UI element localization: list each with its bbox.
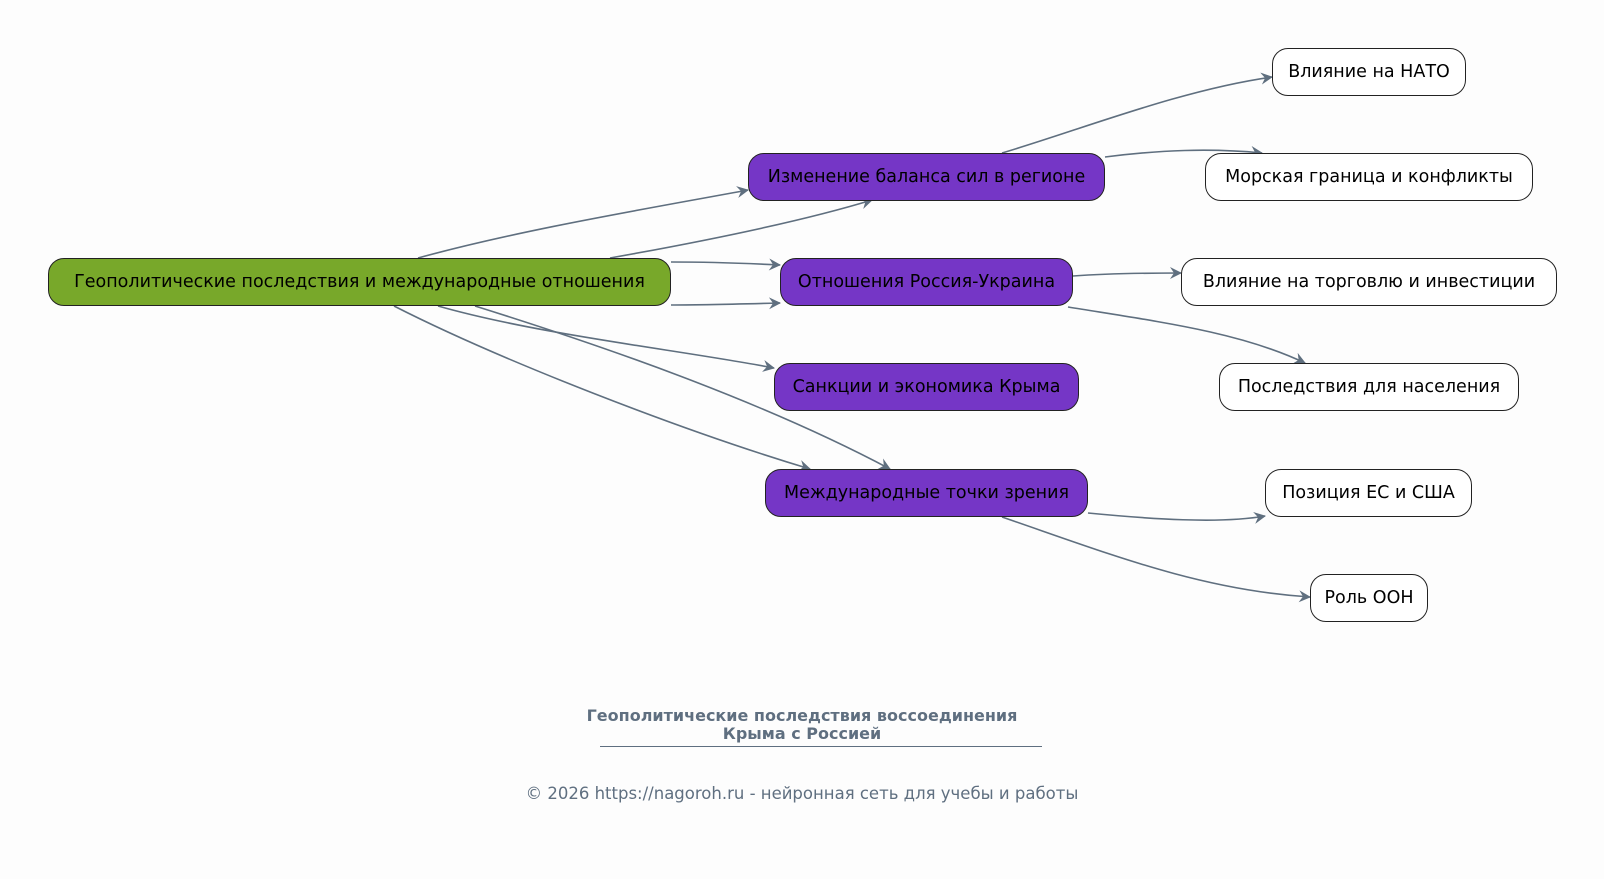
title-divider bbox=[600, 746, 1042, 747]
node-nato-influence[interactable]: Влияние на НАТО bbox=[1272, 48, 1466, 96]
edge-root-to-b1 bbox=[417, 186, 749, 259]
node-label: Изменение баланса сил в регионе bbox=[767, 167, 1086, 187]
edge-b2-to-l4 bbox=[1067, 306, 1306, 364]
node-international-views[interactable]: Международные точки зрения bbox=[765, 469, 1088, 517]
edge-b2-to-l3 bbox=[1072, 267, 1182, 280]
edge-root-to-b4 bbox=[393, 305, 811, 472]
node-un-role[interactable]: Роль ООН bbox=[1310, 574, 1428, 622]
node-label: Последствия для населения bbox=[1237, 377, 1501, 397]
node-label: Морская граница и конфликты bbox=[1225, 167, 1513, 187]
edge-root-to-b2 bbox=[670, 297, 781, 310]
node-sanctions-economy[interactable]: Санкции и экономика Крыма bbox=[774, 363, 1079, 411]
node-power-balance[interactable]: Изменение баланса сил в регионе bbox=[748, 153, 1105, 201]
node-trade-investment[interactable]: Влияние на торговлю и инвестиции bbox=[1181, 258, 1557, 306]
node-root[interactable]: Геополитические последствия и международ… bbox=[48, 258, 671, 306]
node-label: Международные точки зрения bbox=[783, 483, 1070, 503]
edge-root-to-b3 bbox=[437, 305, 775, 372]
edge-b4-to-l6 bbox=[1001, 516, 1311, 603]
edge-b4-to-l5 bbox=[1087, 512, 1266, 524]
node-russia-ukraine[interactable]: Отношения Россия-Украина bbox=[780, 258, 1073, 306]
node-maritime-border[interactable]: Морская граница и конфликты bbox=[1205, 153, 1533, 201]
diagram-title-line2: Крыма с Россией bbox=[722, 724, 882, 743]
node-label: Отношения Россия-Украина bbox=[797, 272, 1056, 292]
diagram-title-line1: Геополитические последствия воссоединени… bbox=[586, 706, 1018, 725]
node-population-consequences[interactable]: Последствия для населения bbox=[1219, 363, 1519, 411]
node-label: Влияние на НАТО bbox=[1288, 62, 1450, 82]
node-label: Роль ООН bbox=[1324, 588, 1414, 608]
copyright-text: © 2026 https://nagoroh.ru - нейронная се… bbox=[525, 784, 1079, 803]
edge-root-to-b1 bbox=[609, 197, 873, 259]
edge-root-to-b4 bbox=[474, 305, 891, 470]
edge-b1-to-l2 bbox=[1104, 145, 1263, 158]
node-label: Влияние на торговлю и инвестиции bbox=[1202, 272, 1536, 292]
diagram-title: Геополитические последствия воссоединени… bbox=[0, 707, 1604, 743]
node-root-label: Геополитические последствия и международ… bbox=[74, 272, 645, 292]
node-label: Санкции и экономика Крыма bbox=[792, 377, 1061, 397]
edge-b1-to-l1 bbox=[1001, 72, 1273, 154]
edge-root-to-b2 bbox=[670, 258, 781, 271]
node-eu-usa-position[interactable]: Позиция ЕС и США bbox=[1265, 469, 1472, 517]
node-label: Позиция ЕС и США bbox=[1282, 483, 1455, 503]
